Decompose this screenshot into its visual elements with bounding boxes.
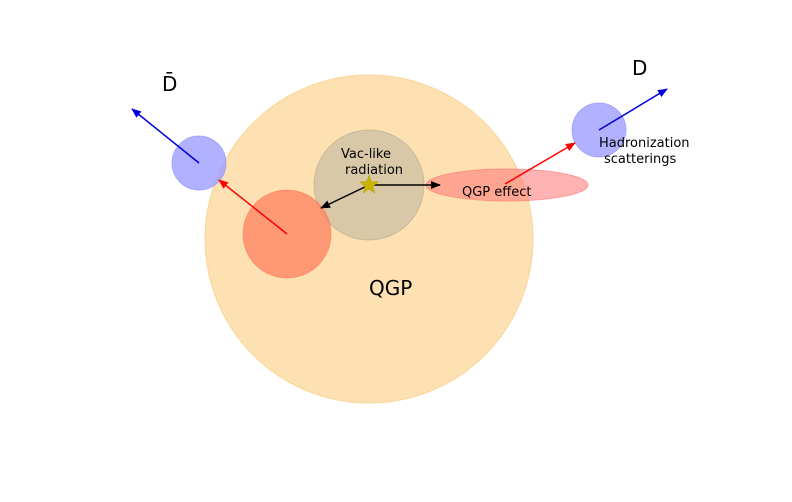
dbar-meson-label: D̄ [162,71,177,96]
production-star-icon [358,174,380,194]
d-meson-label: D [632,56,647,80]
parton-arrow-left [218,179,288,235]
vac-label-line1: Vac-like [341,147,391,162]
dbar-arrow [131,108,200,164]
d-arrow [598,88,668,131]
qgp-label: QGP [369,276,412,300]
vac-arrow-left [320,184,370,209]
hadronization-label-line2: scatterings [604,152,677,167]
parton-arrow-right [504,142,576,185]
qgp-effect-label: QGP effect [462,185,531,200]
vac-label-line2: radiation [345,163,403,178]
hadronization-label-line1: Hadronization [599,136,690,151]
